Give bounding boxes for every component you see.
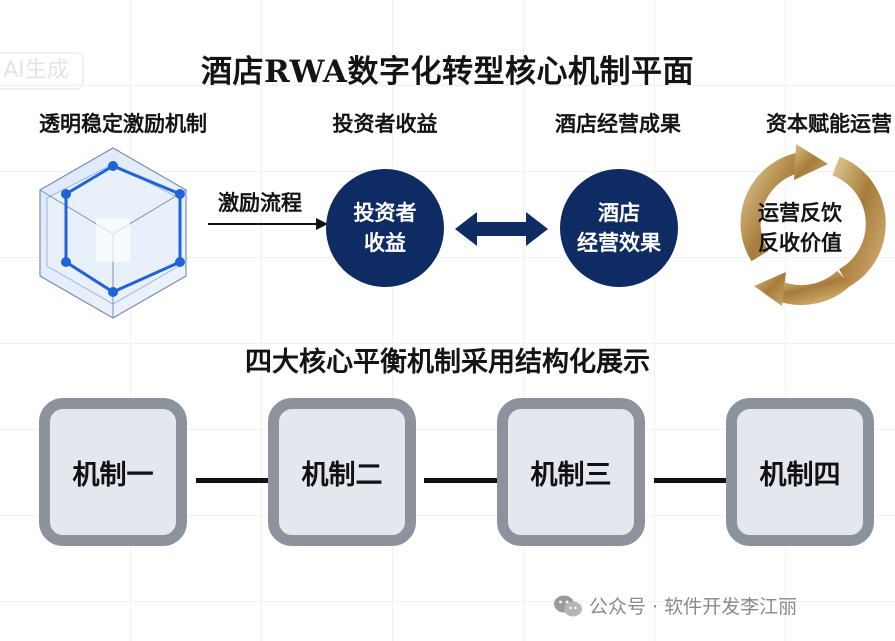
operation-feedback-node: 运营反饮 反收价值 (740, 198, 860, 258)
investor-node-line1: 投资者 (353, 201, 417, 225)
cycle-node-line2: 反收价值 (758, 231, 842, 255)
footer-watermark: 公众号 · 软件开发李江丽 (553, 592, 797, 619)
mechanism-box-3: 机制三 (497, 398, 645, 546)
column-label-investor: 投资者收益 (332, 112, 438, 136)
connector-line (196, 478, 268, 483)
hotel-node-line1: 酒店 (598, 201, 640, 225)
section-title: 四大核心平衡机制采用结构化展示 (245, 347, 650, 378)
column-label-hotel: 酒店经营成果 (555, 112, 681, 136)
hotel-result-node: 酒店 经营效果 (560, 169, 678, 287)
cycle-arrows-icon (740, 144, 886, 306)
page-title: 酒店RWA数字化转型核心机制平面 (201, 54, 694, 90)
mechanism-box-4: 机制四 (726, 398, 874, 546)
double-arrow-icon (455, 212, 548, 246)
mechanism-box-2: 机制二 (268, 398, 416, 546)
ai-generated-badge: AI生成 (0, 52, 84, 90)
right-arrow-icon (208, 218, 328, 230)
mechanism-box-1: 机制一 (39, 398, 187, 546)
transparent-cube-icon (39, 147, 187, 319)
connector-line (654, 478, 728, 483)
investor-node-line2: 收益 (364, 231, 406, 255)
column-label-capital: 资本赋能运营 (766, 112, 892, 136)
footer-text: 公众号 · 软件开发李江丽 (589, 596, 798, 618)
hotel-node-line2: 经营效果 (577, 231, 661, 255)
incentive-flow-label: 激励流程 (218, 191, 302, 215)
connector-line (424, 478, 498, 483)
wechat-icon (554, 595, 582, 616)
column-label-incentive: 透明稳定激励机制 (39, 112, 207, 136)
investor-return-node: 投资者 收益 (326, 169, 444, 287)
cycle-node-line1: 运营反饮 (758, 201, 842, 225)
